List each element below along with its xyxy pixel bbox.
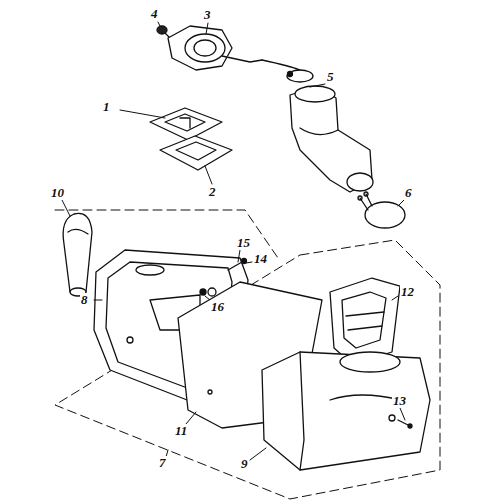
callout-number: 8 [80,293,89,307]
intake-manifold [290,86,373,192]
hose-clamp [287,70,313,82]
callout-number: 5 [326,70,335,84]
reed-plate [150,108,222,140]
filter-housing-right [262,352,430,470]
clamp-ring [358,192,405,228]
callout-number: 2 [208,185,217,199]
callout-number: 3 [203,8,212,22]
callout-number: 4 [150,7,159,21]
group-boundary [55,210,440,499]
filter-cage [330,278,400,364]
callout-number: 7 [158,456,167,470]
cover-cap [168,26,300,70]
grommet [200,289,206,295]
callout-number: 12 [400,285,415,299]
callout-number: 1 [102,100,111,114]
callout-number: 14 [253,252,268,266]
callout-number: 11 [174,424,188,438]
leader-lines [62,22,405,460]
callout-number: 13 [392,394,407,408]
screw [398,420,412,428]
callout-number: 10 [50,186,65,200]
callout-number: 6 [404,186,413,200]
callout-number: 16 [210,300,225,314]
callout-number: 9 [240,457,249,471]
gasket [160,136,232,170]
screw [228,259,247,271]
intake-tube [63,213,92,296]
callout-number: 15 [236,236,251,250]
